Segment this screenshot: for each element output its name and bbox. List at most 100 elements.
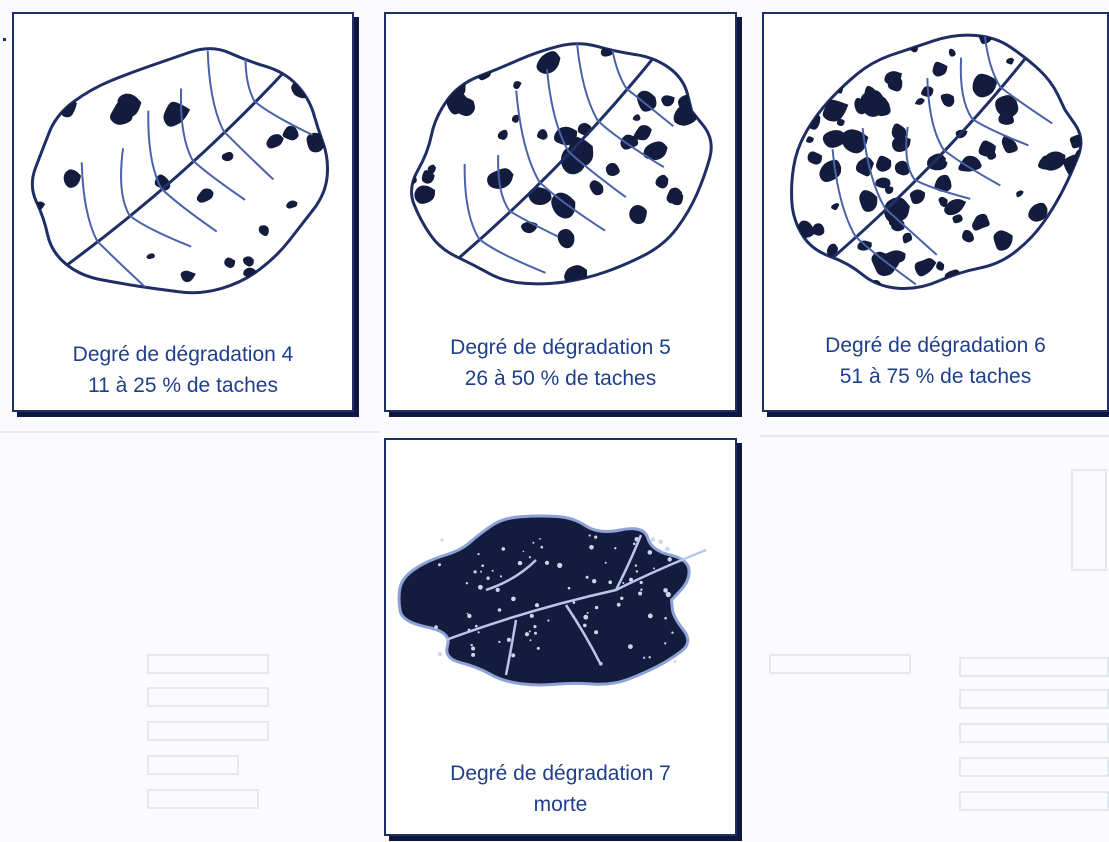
dead-leaf-speck <box>541 546 544 549</box>
dead-leaf-speck <box>511 597 516 602</box>
leaf-outline <box>386 14 735 329</box>
dead-leaf-speck <box>638 592 642 596</box>
dead-leaf-speck <box>648 614 653 619</box>
leaf-spot <box>984 14 1011 22</box>
panel-degradation-5: Degré de dégradation 5 26 à 50 % de tach… <box>384 12 737 412</box>
dead-leaf-speck <box>628 644 633 649</box>
dead-leaf-speck <box>529 630 531 632</box>
dead-leaf-speck <box>651 537 655 541</box>
dead-leaf-speck <box>467 614 471 618</box>
dead-leaf-speck <box>653 567 655 569</box>
dead-leaf-speck <box>478 631 480 633</box>
dead-leaf-speck <box>471 653 475 657</box>
dead-leaf-speck <box>583 615 588 620</box>
leaf-spot <box>998 14 1012 23</box>
dead-leaf-speck <box>568 587 571 590</box>
leaf-spot <box>464 305 485 325</box>
dead-leaf-speck <box>529 556 531 558</box>
dead-leaf-speck <box>586 576 589 579</box>
dead-leaf-speck <box>666 592 671 597</box>
dead-leaf-speck <box>664 617 667 620</box>
caption-degree-5: Degré de dégradation 5 26 à 50 % de tach… <box>386 332 735 394</box>
dead-leaf-speck <box>583 624 587 628</box>
caption-title: Degré de dégradation 6 <box>764 330 1107 361</box>
panel-degradation-6: Degré de dégradation 6 51 à 75 % de tach… <box>762 12 1109 412</box>
leaf-spot <box>450 282 461 294</box>
dead-leaf-speck <box>474 570 477 573</box>
dead-leaf-speck <box>434 625 438 629</box>
leaf-spot <box>785 120 802 137</box>
dead-leaf-speck <box>649 656 651 658</box>
dead-leaf-speck <box>640 589 642 591</box>
leaf-spot <box>639 16 657 35</box>
panel-degradation-7: Degré de dégradation 7 morte <box>384 438 737 836</box>
dead-leaf-speck <box>500 575 502 577</box>
dead-leaf-speck <box>587 612 589 614</box>
caption-title: Degré de dégradation 4 <box>14 339 352 370</box>
dead-leaf-speck <box>530 639 532 641</box>
dead-leaf-speck <box>533 625 536 628</box>
dead-leaf-speck <box>480 571 482 573</box>
dead-leaf-speck <box>496 588 500 592</box>
dead-leaf-speck <box>589 534 591 536</box>
dead-leaf-speck <box>471 647 475 651</box>
dead-leaf-speck <box>471 644 473 646</box>
dead-leaf-speck <box>659 540 663 544</box>
caption-detail: morte <box>386 789 735 820</box>
dead-leaf-speck <box>557 563 562 568</box>
leaf-spot <box>1076 212 1094 231</box>
caption-degree-4: Degré de dégradation 4 11 à 25 % de tach… <box>14 339 352 401</box>
leaf-spot <box>829 300 841 312</box>
dead-leaf-speck <box>511 653 515 657</box>
dead-leaf-speck <box>507 638 511 642</box>
leaf-spot <box>710 199 734 224</box>
dead-leaf-speck <box>648 550 653 555</box>
dead-leaf-speck <box>640 581 643 584</box>
dead-leaf-speck <box>481 564 484 567</box>
dead-leaf-speck <box>477 553 479 555</box>
dead-leaf-speck <box>668 557 672 561</box>
caption-detail: 26 à 50 % de taches <box>386 363 735 394</box>
dead-leaf-speck <box>523 551 525 553</box>
dead-leaf-speck <box>525 632 529 636</box>
leaf-spot <box>340 186 352 203</box>
leaf-spot <box>608 28 619 38</box>
dead-leaf-speck <box>664 642 666 644</box>
dead-leaf-speck <box>539 538 541 540</box>
leaf-spot <box>844 299 877 327</box>
dead-leaf-speck <box>665 547 670 552</box>
dead-leaf-speck <box>534 632 537 635</box>
dead-leaf-speck <box>535 603 539 607</box>
leaf-spot <box>417 125 431 140</box>
leaf-outline <box>764 14 1107 327</box>
dead-leaf-speck <box>633 543 636 546</box>
dead-leaf-speck <box>498 641 500 643</box>
leaf-spot <box>866 296 883 313</box>
leaf-spot <box>386 107 388 124</box>
dead-leaf-speck <box>478 585 483 590</box>
dead-leaf-speck <box>518 561 522 565</box>
caption-title: Degré de dégradation 5 <box>386 332 735 363</box>
dead-leaf-speck <box>466 582 468 584</box>
leaf-spot <box>498 297 521 322</box>
dead-leaf-speck <box>545 561 549 565</box>
dead-leaf-speck <box>573 601 576 604</box>
dead-leaf-speck <box>674 660 677 663</box>
dead-leaf-speck <box>636 570 638 572</box>
dead-leaf-speck <box>502 547 506 551</box>
dead-leaf-speck <box>592 579 596 583</box>
leaf-spot <box>710 213 728 231</box>
caption-detail: 11 à 25 % de taches <box>14 370 352 401</box>
stray-dot <box>3 38 6 41</box>
dead-leaf-speck <box>617 603 621 607</box>
dead-leaf-speck <box>438 563 441 566</box>
dead-leaf-speck <box>438 652 442 656</box>
dead-leaf-speck <box>467 613 469 615</box>
dead-leaf-speck <box>614 547 616 549</box>
dead-leaf-speck <box>589 545 594 550</box>
caption-degree-7: Degré de dégradation 7 morte <box>386 758 735 820</box>
dead-leaf-speck <box>441 538 444 541</box>
dead-leaf-speck <box>498 608 502 612</box>
leaf-spot <box>302 236 329 260</box>
dead-leaf-speck <box>595 606 598 609</box>
